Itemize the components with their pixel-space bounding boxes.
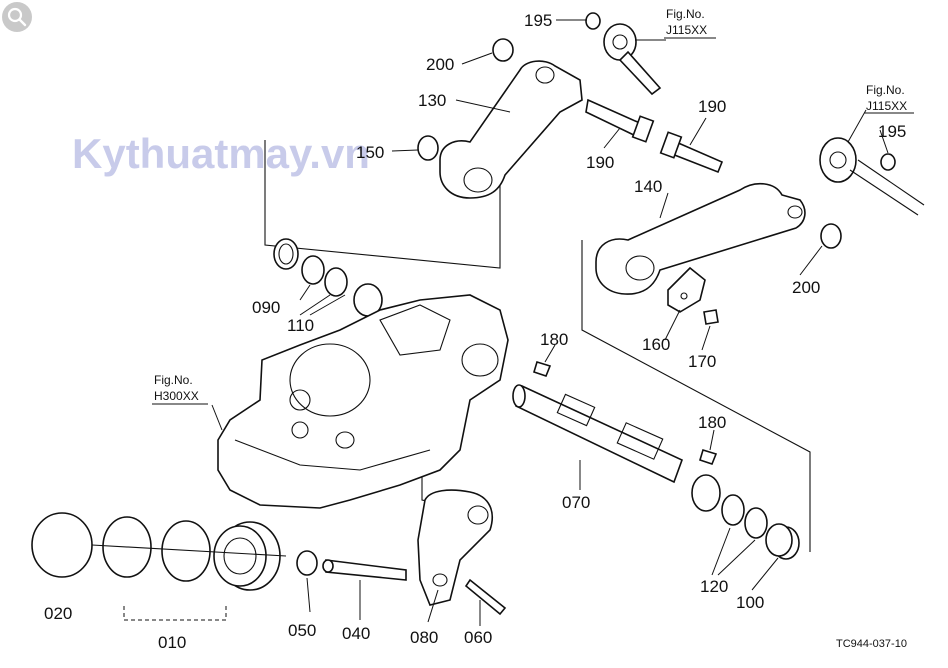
plate-160 [667, 266, 706, 313]
bush-100 [765, 523, 800, 560]
circlip-200-top [492, 38, 514, 62]
search-icon [7, 7, 27, 27]
svg-text:J115XX: J115XX [866, 99, 907, 113]
o-ring-120-b [744, 507, 768, 539]
label-140: 140 [634, 177, 662, 196]
hydraulic-housing [217, 294, 509, 509]
label-180-a: 180 [540, 330, 568, 349]
label-190-a: 190 [698, 97, 726, 116]
label-120: 120 [700, 577, 728, 596]
part-labels: 195 200 130 150 190 190 140 195 200 090 … [44, 11, 906, 652]
bolt-180-b [699, 448, 718, 465]
rod-040 [322, 559, 407, 581]
svg-text:Fig.No.: Fig.No. [666, 7, 705, 21]
label-160: 160 [642, 335, 670, 354]
circlip-150 [417, 135, 439, 161]
bush-right [691, 474, 721, 512]
pin-060 [464, 578, 507, 616]
ring-010-b [161, 520, 211, 582]
piston-010 [213, 521, 281, 591]
leader-lines [211, 19, 889, 626]
group-outline-upper-left [264, 140, 501, 269]
svg-text:H300XX: H300XX [154, 389, 199, 403]
label-080: 080 [410, 628, 438, 647]
fig-ref-h300xx: Fig.No. H300XX [152, 373, 208, 405]
bolt-170 [703, 309, 719, 325]
svg-text:Fig.No.: Fig.No. [154, 373, 193, 387]
arm-080 [417, 489, 494, 606]
diagram-code: TC944-037-10 [836, 638, 907, 650]
o-ring-110-b [324, 267, 348, 297]
label-195-right: 195 [878, 122, 906, 141]
svg-text:Fig.No.: Fig.No. [866, 83, 905, 97]
label-170: 170 [688, 352, 716, 371]
label-020: 020 [44, 604, 72, 623]
label-110: 110 [287, 316, 314, 335]
rod-end-top [603, 23, 662, 96]
label-195-top: 195 [524, 11, 552, 30]
washer-195-right [880, 153, 896, 171]
label-060: 060 [464, 628, 492, 647]
svg-text:J115XX: J115XX [666, 23, 707, 37]
circlip-200-right [820, 223, 842, 249]
lift-arm-130 [439, 60, 583, 199]
label-180-b: 180 [698, 413, 726, 432]
o-ring-120-a [721, 494, 745, 526]
washer-195-top [585, 12, 601, 30]
label-150: 150 [356, 143, 384, 162]
label-130: 130 [418, 91, 446, 110]
label-190-b: 190 [586, 153, 614, 172]
label-100: 100 [736, 593, 764, 612]
watermark: Kythuatmay.vn [72, 130, 370, 177]
label-200-top: 200 [426, 55, 454, 74]
fig-ref-j115xx-right: Fig.No. J115XX [864, 83, 914, 114]
pin-190-upper [585, 98, 655, 143]
seal-050 [296, 550, 318, 576]
group-outline-right [581, 240, 811, 552]
label-070: 070 [562, 493, 590, 512]
seal-090 [273, 238, 299, 270]
bracket-010 [123, 606, 227, 621]
ring-020 [31, 512, 93, 578]
label-200-right: 200 [792, 278, 820, 297]
shaft-070 [512, 384, 684, 484]
label-090: 090 [252, 298, 280, 317]
lift-arm-140 [595, 182, 806, 295]
bolt-180-a [533, 360, 552, 377]
fig-ref-j115xx-top: Fig.No. J115XX [664, 7, 716, 39]
label-010: 010 [158, 633, 186, 652]
rod-end-right [819, 137, 925, 216]
search-button[interactable] [2, 2, 32, 32]
label-050: 050 [288, 621, 316, 640]
label-040: 040 [342, 624, 370, 643]
pin-190-lower [659, 131, 724, 174]
o-ring-110-a [301, 255, 325, 285]
